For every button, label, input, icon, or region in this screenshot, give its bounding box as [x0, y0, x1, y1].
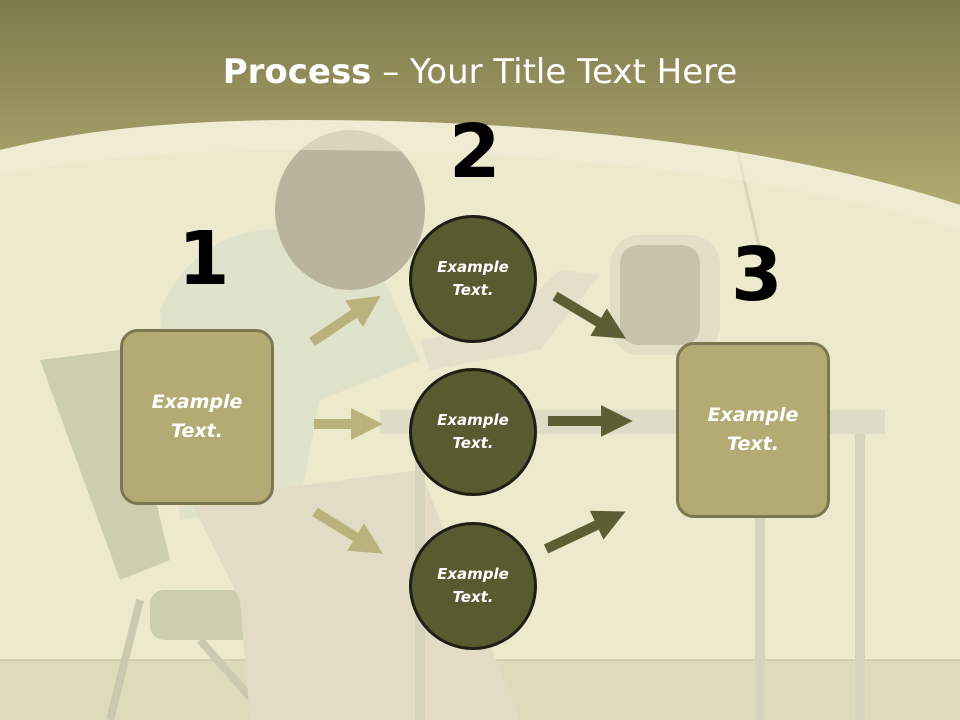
- step-number-1: 1: [178, 216, 230, 302]
- circle-step-top: Example Text.: [409, 215, 537, 343]
- start-box-label: Example Text.: [151, 391, 243, 442]
- end-box: Example Text.: [676, 342, 830, 518]
- arrow-circle-bottom-to-box: [543, 510, 626, 554]
- circle-top-label: Example Text.: [437, 258, 509, 299]
- circle-step-middle: Example Text.: [409, 368, 537, 496]
- slide-title: Process – Your Title Text Here: [0, 52, 960, 92]
- arrow-circle-top-to-box: [552, 291, 626, 339]
- step-number-3: 3: [731, 232, 783, 318]
- title-bold: Process: [222, 52, 372, 92]
- circle-step-bottom: Example Text.: [409, 522, 537, 650]
- arrow-box-to-circle-top: [309, 295, 381, 347]
- step-number-2: 2: [449, 109, 501, 195]
- end-box-label: Example Text.: [707, 404, 799, 455]
- circle-bottom-label: Example Text.: [437, 565, 509, 606]
- start-box: Example Text.: [120, 329, 274, 505]
- title-rest: – Your Title Text Here: [371, 52, 738, 92]
- arrow-box-to-circle-bottom: [312, 507, 383, 554]
- circle-middle-label: Example Text.: [437, 411, 509, 452]
